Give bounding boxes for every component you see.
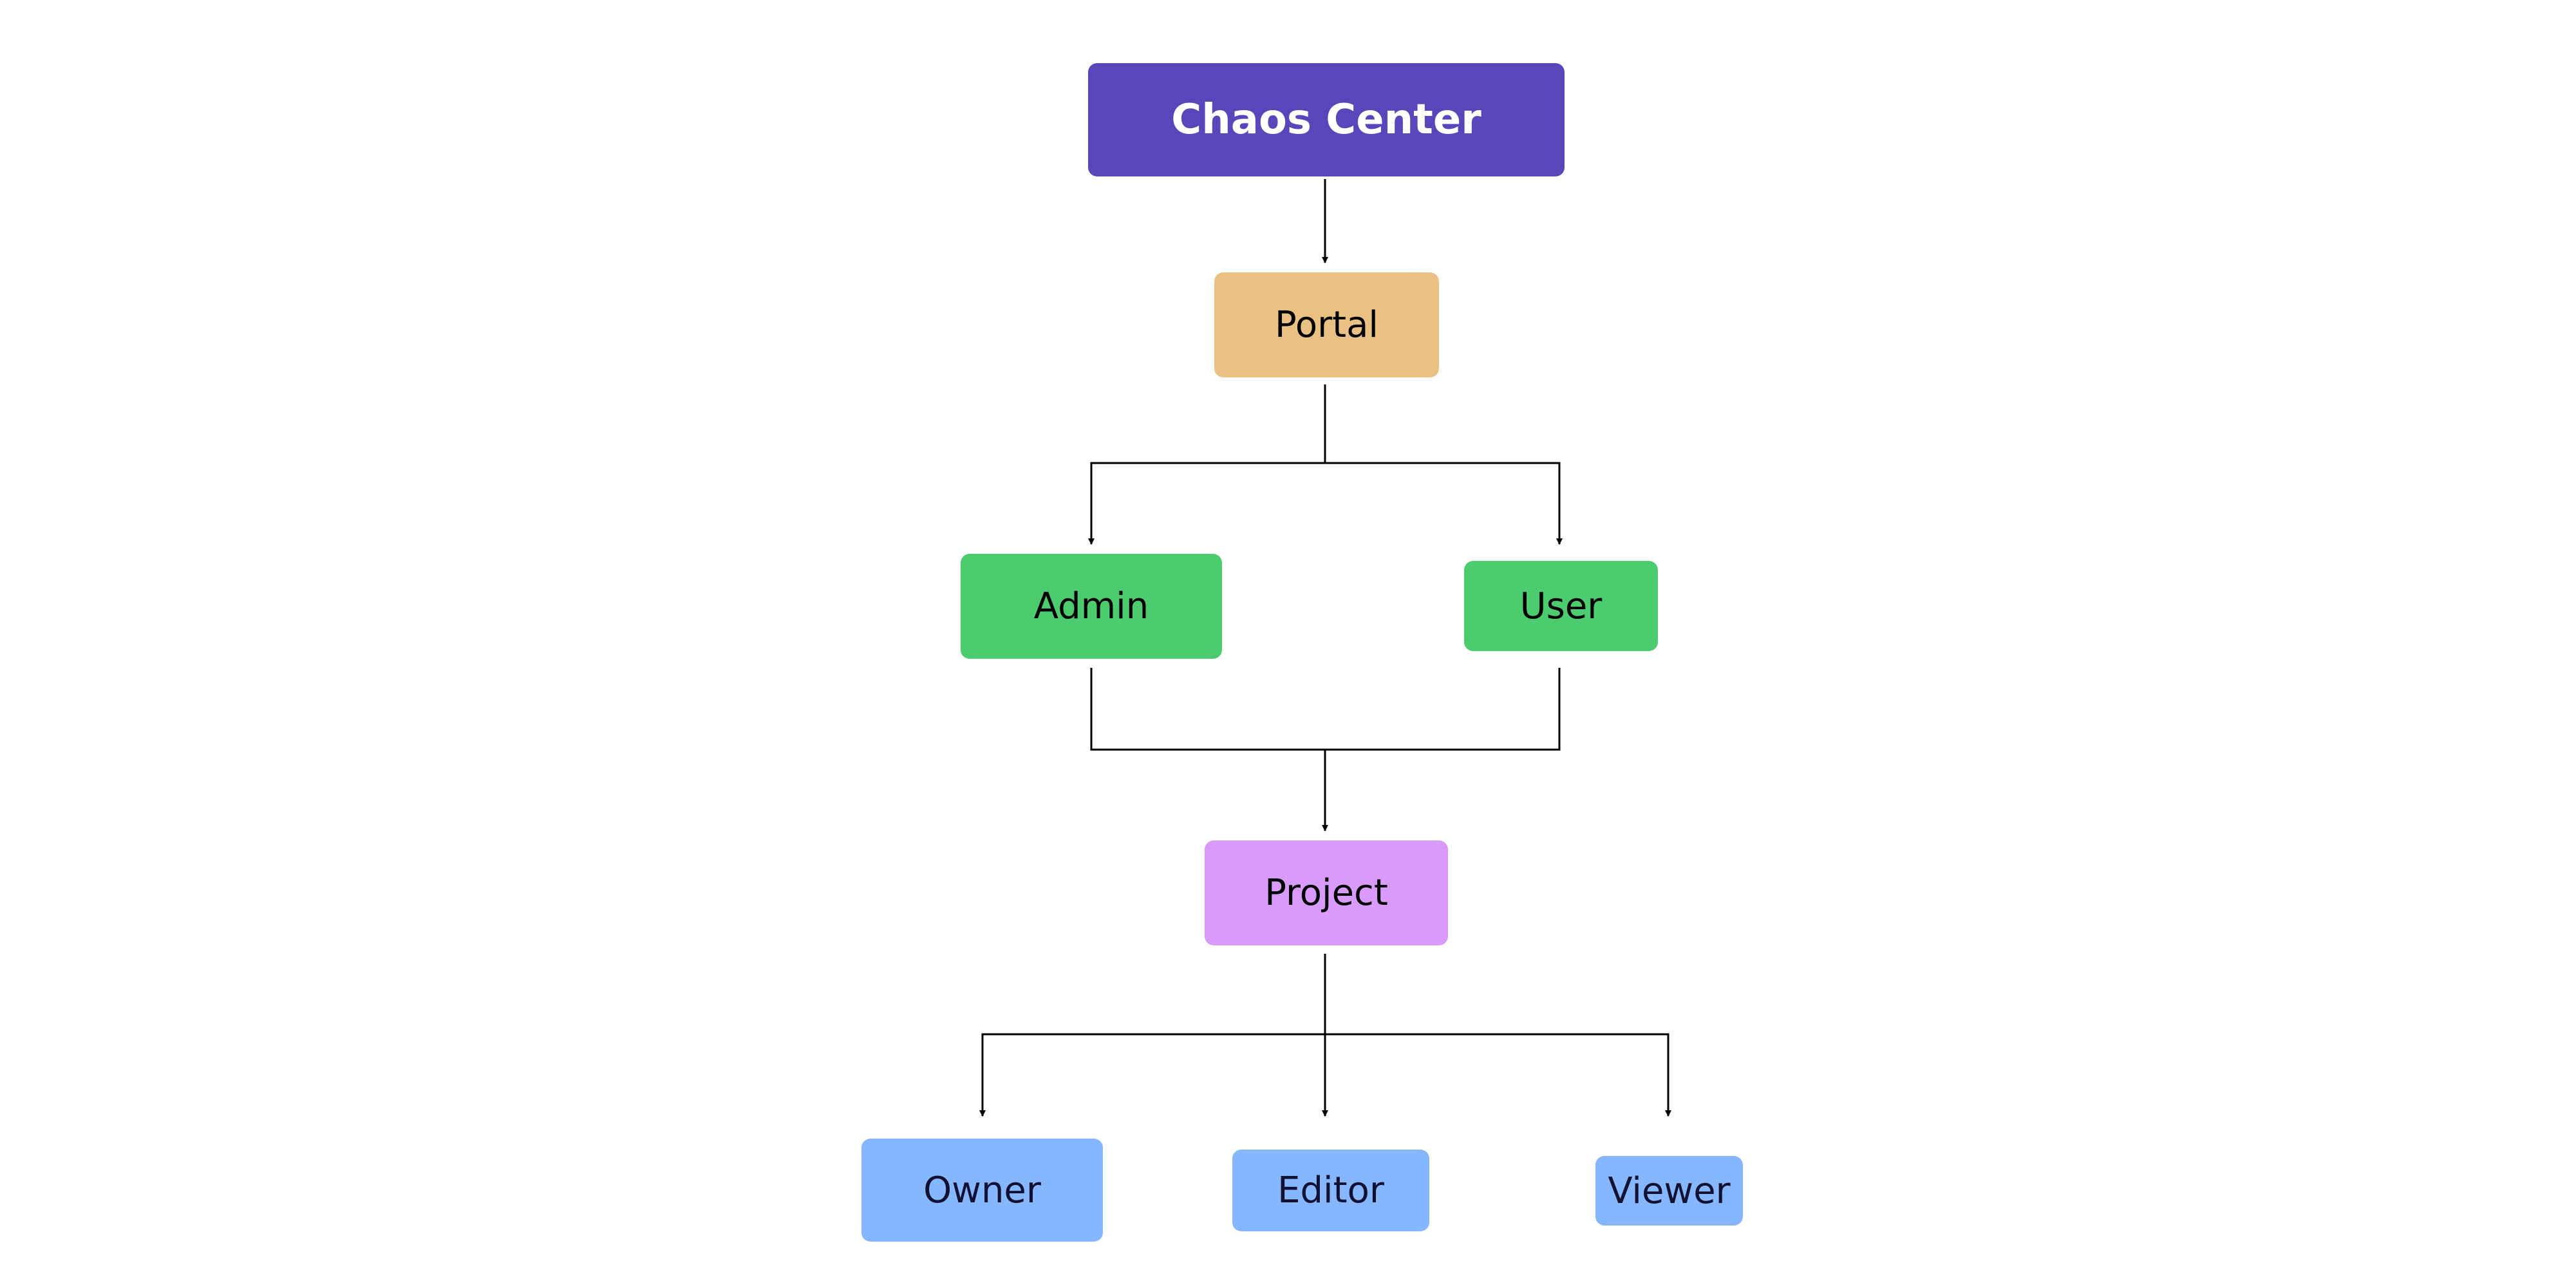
admin-node: Admin	[961, 554, 1222, 659]
chaos-center-node: Chaos Center	[1088, 63, 1565, 176]
edge-portal-user	[1325, 462, 1563, 545]
edge-user-project	[1325, 668, 1561, 751]
owner-node: Owner	[861, 1139, 1103, 1242]
edge-project-viewer	[1325, 1033, 1671, 1117]
project-node: Project	[1205, 840, 1448, 945]
user-node: User	[1464, 561, 1658, 651]
editor-node: Editor	[1232, 1150, 1429, 1231]
edge-project-owner	[979, 1033, 1325, 1117]
viewer-node: Viewer	[1595, 1156, 1743, 1226]
edge-admin-project	[1090, 668, 1325, 751]
edge-portal-admin	[1088, 462, 1325, 545]
portal-node: Portal	[1214, 272, 1439, 377]
